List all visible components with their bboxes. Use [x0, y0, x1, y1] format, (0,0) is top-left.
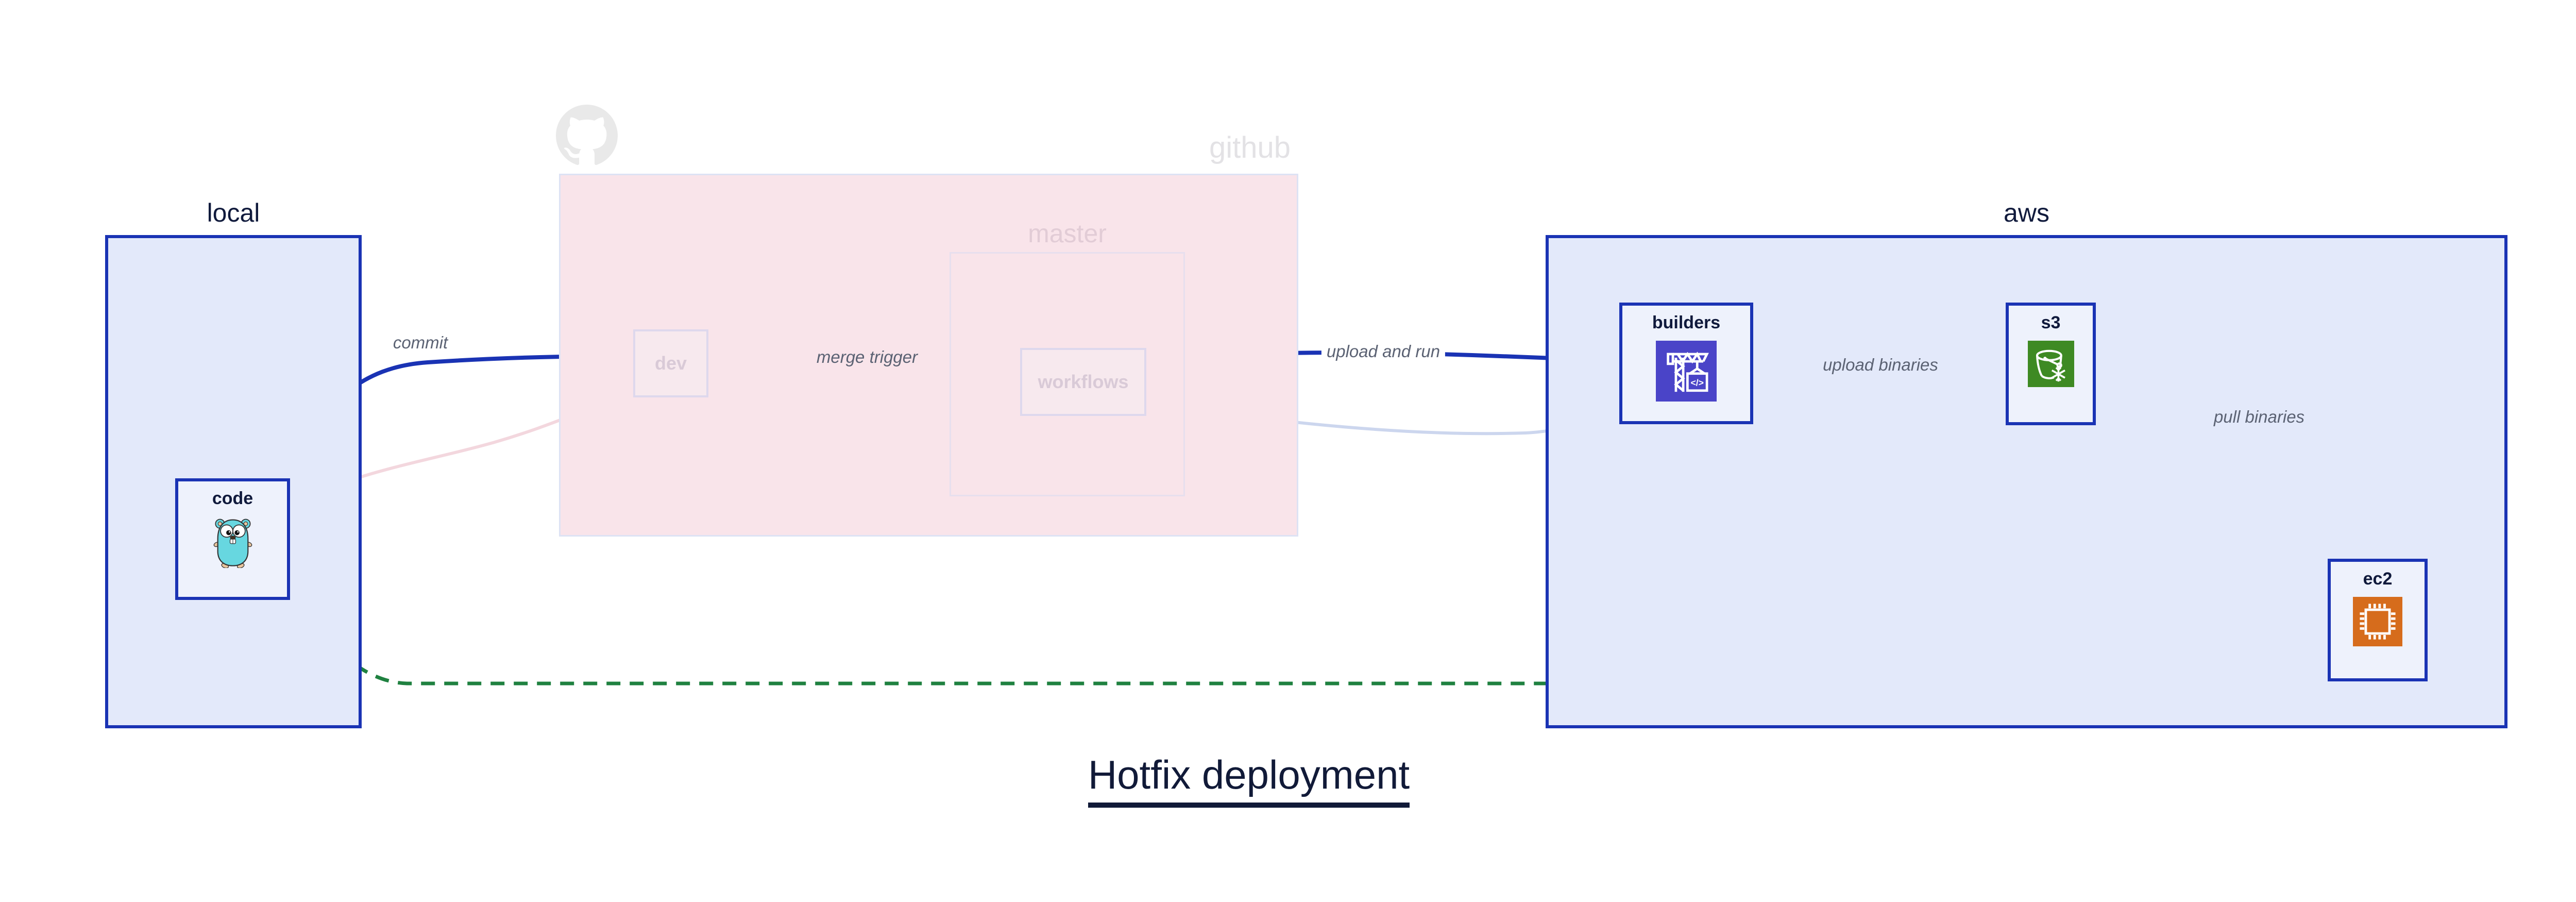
group-label-aws: aws: [2004, 198, 2049, 227]
node-builders: builders </>: [1619, 303, 1753, 424]
node-code-label: code: [212, 489, 253, 508]
edge-label-upload-binaries: upload binaries: [1818, 354, 1943, 376]
node-builders-label: builders: [1652, 313, 1721, 332]
node-dev: dev: [633, 329, 708, 397]
group-label-github: github: [1209, 131, 1291, 164]
node-workflows-label: workflows: [1038, 371, 1129, 392]
diagram-title-text: Hotfix deployment: [1088, 752, 1410, 808]
aws-ec2-chip-icon: [2353, 597, 2402, 646]
node-dev-label: dev: [654, 353, 687, 374]
node-s3-label: s3: [2041, 313, 2061, 332]
codebuild-code-glyph: </>: [1690, 377, 1704, 388]
edge-label-commit: commit: [387, 331, 453, 354]
node-s3: s3: [2006, 303, 2096, 425]
edge-label-merge-trigger: merge trigger: [811, 346, 923, 369]
aws-s3-glacier-bucket-icon: [2027, 341, 2074, 387]
group-box-master: [950, 252, 1185, 496]
group-label-local: local: [207, 198, 260, 227]
aws-codebuild-crane-icon: </>: [1656, 341, 1717, 402]
node-code: code: [175, 478, 290, 600]
go-gopher-icon: [213, 519, 252, 568]
group-label-master: master: [1028, 219, 1107, 248]
edge-label-upload-and-run: upload and run: [1321, 340, 1446, 363]
node-workflows: workflows: [1020, 348, 1146, 416]
diagram-title: Hotfix deployment: [991, 751, 1506, 808]
edge-label-pull-binaries: pull binaries: [2208, 406, 2310, 428]
github-octocat-icon: [556, 105, 618, 165]
node-ec2: ec2: [2328, 559, 2428, 681]
node-ec2-label: ec2: [2363, 569, 2393, 589]
